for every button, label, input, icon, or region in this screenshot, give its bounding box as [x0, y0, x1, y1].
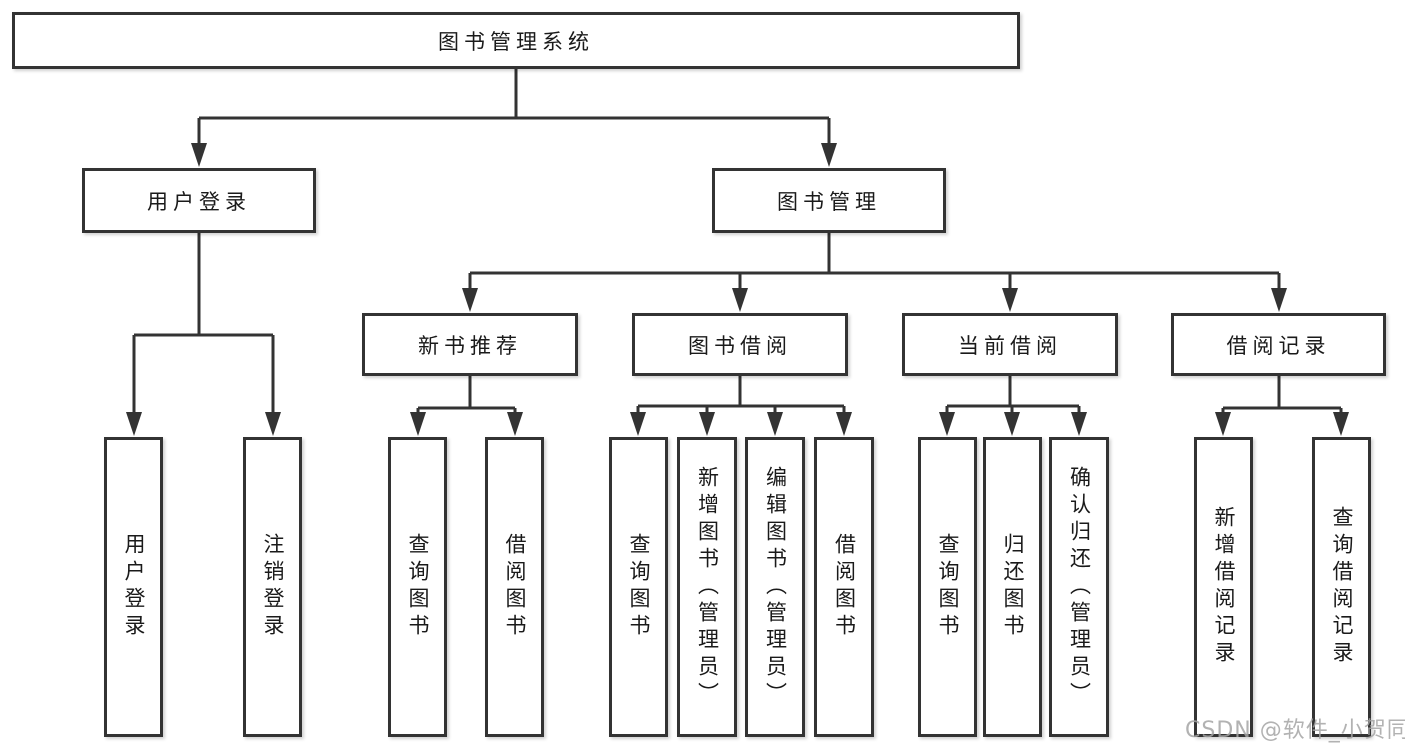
node-leaf-add-books-admin: 新增图书（管理员） — [677, 437, 737, 737]
leaf-label: 用户登录 — [122, 533, 146, 641]
arrowhead-icon — [1004, 412, 1020, 436]
leaf-label: 借阅图书 — [503, 533, 527, 641]
connector-book-borrow-children — [636, 375, 846, 414]
csdn-watermark: CSDN @软件_小贺同学 — [1185, 718, 1405, 743]
connector-book-mgmt-to-level3 — [468, 233, 1281, 290]
leaf-label: 注销登录 — [261, 533, 285, 641]
arrowhead-icon — [265, 412, 281, 436]
node-leaf-return-books: 归还图书 — [983, 437, 1042, 737]
leaf-label: 新增图书（管理员） — [695, 465, 720, 709]
connector-new-book-children — [416, 375, 517, 414]
connector-current-borrow-children — [945, 375, 1081, 414]
node-leaf-query-books-3: 查询图书 — [918, 437, 977, 737]
arrowhead-icon — [410, 412, 426, 436]
arrowhead-icon — [191, 143, 207, 167]
arrowhead-icon — [1271, 288, 1287, 312]
node-current-borrowing: 当前借阅 — [902, 313, 1118, 376]
arrowhead-icon — [732, 288, 748, 312]
node-leaf-confirm-return-admin: 确认归还（管理员） — [1049, 437, 1109, 737]
arrowhead-icon — [939, 412, 955, 436]
node-borrowing-records: 借阅记录 — [1171, 313, 1386, 376]
connector-borrow-record-children — [1221, 375, 1343, 414]
node-leaf-query-books-1: 查询图书 — [388, 437, 447, 737]
leaf-label: 借阅图书 — [832, 533, 857, 641]
leaf-label: 编辑图书（管理员） — [763, 465, 788, 709]
node-leaf-query-borrow-record: 查询借阅记录 — [1312, 437, 1371, 737]
arrowhead-icon — [836, 412, 852, 436]
connector-root-to-level2 — [197, 69, 831, 146]
node-leaf-logout: 注销登录 — [243, 437, 302, 737]
arrowhead-icon — [1002, 288, 1018, 312]
leaf-label: 查询图书 — [406, 533, 430, 641]
arrowhead-icon — [1333, 412, 1349, 436]
leaf-label: 查询借阅记录 — [1330, 506, 1354, 668]
arrowhead-icon — [462, 288, 478, 312]
node-leaf-query-books-2: 查询图书 — [609, 437, 668, 737]
node-leaf-borrow-books-2: 借阅图书 — [814, 437, 874, 737]
leaf-label: 确认归还（管理员） — [1067, 465, 1092, 709]
arrowheads — [126, 143, 1349, 436]
node-book-borrowing: 图书借阅 — [632, 313, 848, 376]
arrowhead-icon — [1215, 412, 1231, 436]
arrowhead-icon — [821, 143, 837, 167]
leaf-label: 新增借阅记录 — [1212, 506, 1236, 668]
node-leaf-add-borrow-record: 新增借阅记录 — [1194, 437, 1253, 737]
node-user-login-module: 用户登录 — [82, 168, 316, 233]
leaf-label: 查询图书 — [936, 533, 960, 641]
leaf-label: 查询图书 — [627, 533, 651, 641]
arrowhead-icon — [630, 412, 646, 436]
node-leaf-edit-books-admin: 编辑图书（管理员） — [745, 437, 805, 737]
node-new-book-recommend: 新书推荐 — [362, 313, 578, 376]
node-leaf-borrow-books-1: 借阅图书 — [485, 437, 544, 737]
arrowhead-icon — [767, 412, 783, 436]
arrowhead-icon — [699, 412, 715, 436]
connector-user-login-children — [132, 233, 275, 414]
node-root-system: 图书管理系统 — [12, 12, 1020, 69]
arrowhead-icon — [507, 412, 523, 436]
arrowhead-icon — [126, 412, 142, 436]
leaf-label: 归还图书 — [1001, 533, 1025, 641]
node-leaf-user-login: 用户登录 — [104, 437, 163, 737]
node-book-management-module: 图书管理 — [712, 168, 946, 233]
arrowhead-icon — [1071, 412, 1087, 436]
